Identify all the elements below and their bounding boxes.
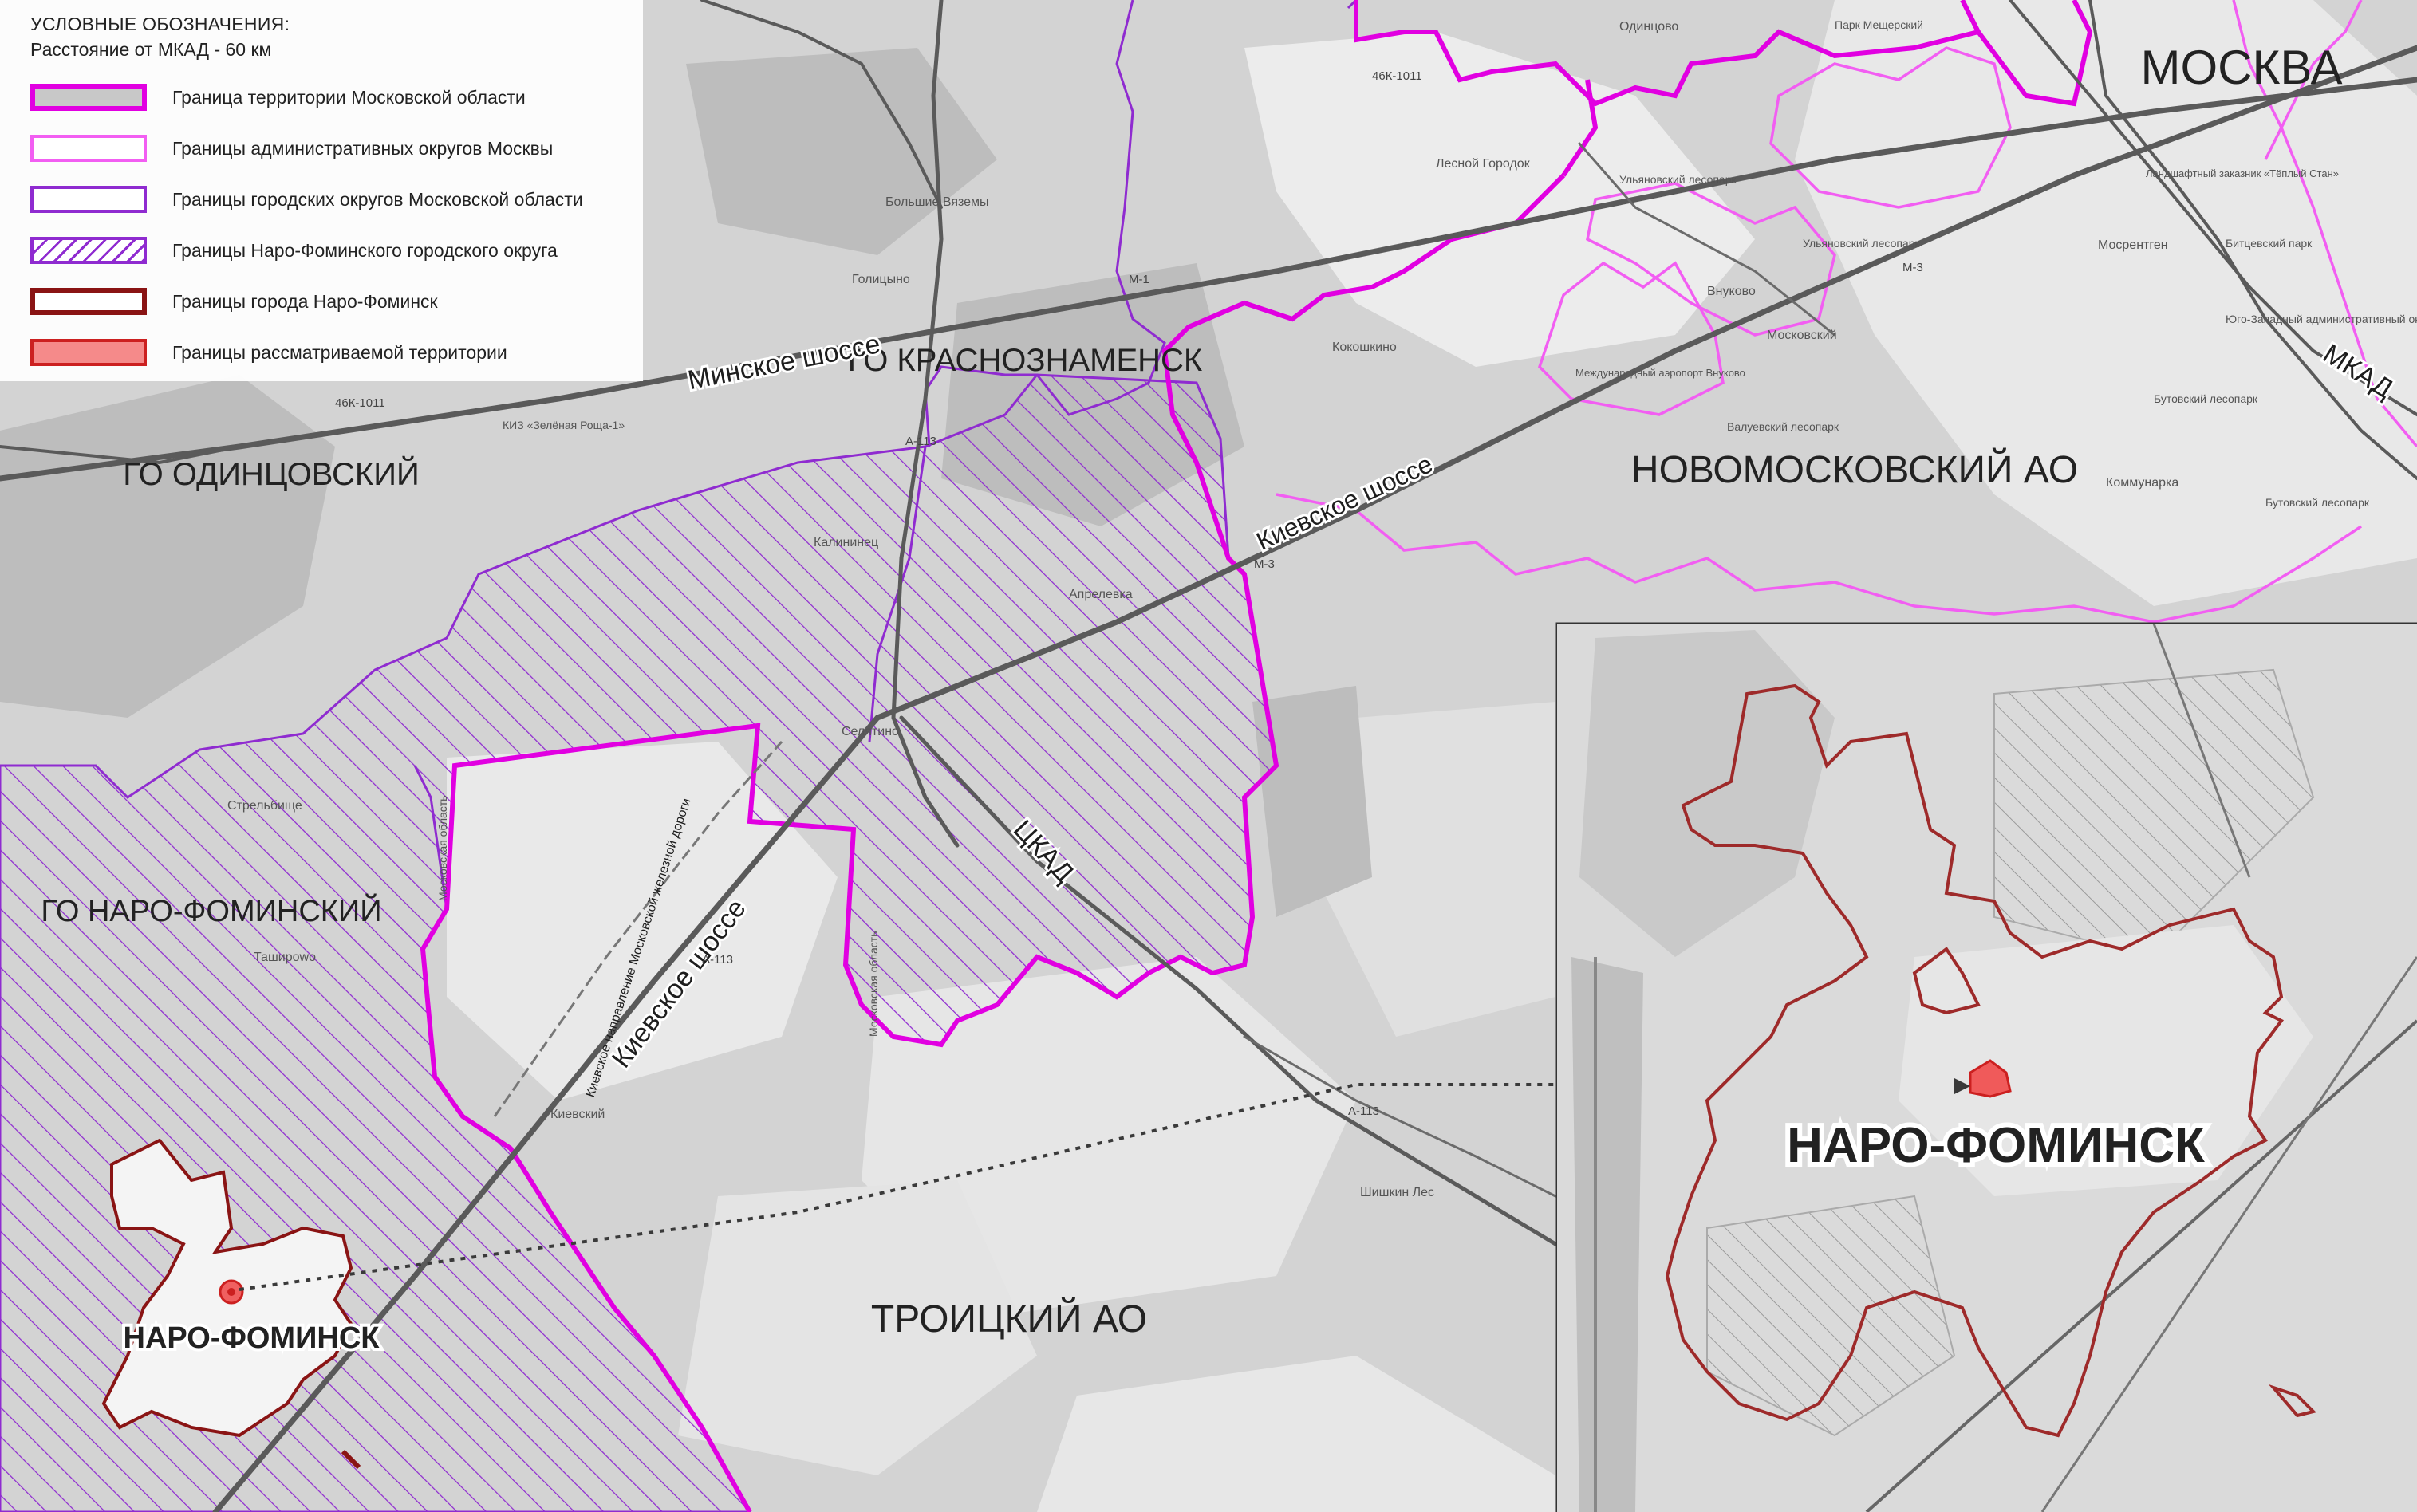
legend-label: Граница территории Московской области (172, 86, 526, 108)
place-label: Бутовский лесопарк (2154, 392, 2258, 405)
place-label: Международный аэропорт Внуково (1575, 367, 1745, 379)
legend-item-oblast: Граница территории Московской области (30, 72, 643, 123)
road-number: 46К-1011 (335, 396, 385, 410)
label-go-odintsovsky: ГО ОДИНЦОВСКИЙ (123, 455, 419, 492)
place-label: Ульяновский лесопарк (1619, 173, 1737, 186)
legend-label: Границы административных округов Москвы (172, 137, 554, 159)
place-label: Московский (1767, 329, 1837, 342)
inset-site-area[interactable] (1969, 1059, 2012, 1098)
place-label: Ташироwo (254, 951, 316, 964)
place-label: Коммунарка (2106, 476, 2178, 490)
place-label: Парк Мещерский (1835, 18, 1923, 31)
legend-panel: УСЛОВНЫЕ ОБОЗНАЧЕНИЯ: Расстояние от МКАД… (0, 0, 643, 381)
road-number: А-113 (702, 953, 733, 967)
place-label: Калининец (814, 536, 878, 549)
legend-swatch-naro-go (30, 237, 147, 264)
place-label: КИЗ «Зелёная Роща-1» (503, 419, 625, 431)
place-label: Валуевский лесопарк (1727, 420, 1839, 433)
legend-swatch-city (30, 288, 147, 315)
road-number: М-3 (1254, 557, 1275, 571)
place-label: Киевский (550, 1108, 605, 1121)
place-label: Бутовский лесопарк (2265, 496, 2370, 509)
legend-swatch-moscow-ao (30, 135, 147, 162)
legend-label: Границы города Наро-Фоминск (172, 290, 438, 312)
a113-road (891, 0, 960, 848)
legend-item-moscow-ao: Границы административных округов Москвы (30, 123, 643, 174)
mkad-road-b (2088, 0, 2417, 480)
place-label: Шишкин Лес (1360, 1186, 1434, 1199)
connector-line (239, 1083, 1938, 1291)
place-label: Юго-Западный административный округ (2226, 313, 2417, 325)
legend-item-city: Границы города Наро-Фоминск (30, 276, 643, 327)
label-troitsky: ТРОИЦКИЙ АО (871, 1297, 1147, 1341)
road-number: М-1 (1129, 273, 1149, 286)
label-naro-fominsk-inset: НАРО-ФОМИНСК (1787, 1118, 2205, 1173)
label-moskva: МОСКВА (2141, 41, 2343, 94)
inset-city-boundary[interactable] (1665, 683, 2285, 1438)
road-number: 46К-1011 (1372, 69, 1422, 83)
legend-title: УСЛОВНЫЕ ОБОЗНАЧЕНИЯ: (30, 14, 290, 34)
road-number: А-113 (1348, 1104, 1379, 1118)
place-label: Битцевский парк (2226, 237, 2313, 250)
place-label: Большие Вяземы (885, 195, 989, 209)
legend-swatch-oblast (30, 84, 147, 111)
minskoe-shosse-line (0, 77, 2417, 482)
legend-item-naro-go: Границы Наро-Фоминского городского округ… (30, 225, 643, 276)
place-label: Стрельбище (227, 799, 302, 813)
legend-label: Границы городских округов Московской обл… (172, 188, 583, 210)
legend-swatch-site (30, 339, 147, 366)
railway-line (493, 741, 783, 1117)
place-label: Селятино (842, 725, 899, 738)
oblast-boundary (420, 0, 2093, 1512)
urban-areas (447, 0, 2417, 1512)
legend-label: Границы рассматриваемой территории (172, 341, 507, 363)
label-naro-fominsk-city: НАРО-ФОМИНСК (124, 1321, 380, 1355)
road-number: М-3 (1902, 261, 1923, 274)
moscow-ao-boundaries (1276, 0, 2417, 624)
place-label: Внуково (1707, 285, 1756, 298)
arrow-head (1954, 1078, 1970, 1094)
place-label: Голицыно (852, 273, 910, 286)
legend-item-site: Границы рассматриваемой территории (30, 327, 643, 378)
place-label: Московская область (436, 796, 449, 901)
place-label: Московская область (867, 931, 880, 1037)
place-label: Кокошкино (1332, 341, 1397, 354)
kievskoe-shosse-line (212, 45, 2417, 1512)
label-go-naro-fominsky: ГО НАРО-ФОМИНСКИЙ (41, 892, 381, 928)
place-label: Лесной Городок (1436, 157, 1531, 171)
place-label: Ульяновский лесопарк (1803, 237, 1921, 250)
mkad-road-a (2009, 0, 2417, 416)
place-label: Ландшафтный заказник «Тёплый Стан» (2146, 167, 2339, 179)
inset-frame[interactable] (1555, 622, 2417, 1512)
place-label: Апрелевка (1069, 588, 1133, 601)
road-number: А-113 (905, 435, 936, 448)
label-go-krasnoznamensk: ГО КРАСНОЗНАМЕНСК (848, 343, 1203, 378)
legend-label: Границы Наро-Фоминского городского округ… (172, 239, 558, 261)
label-novomoskovsky: НОВОМОСКОВСКИЙ АО (1631, 447, 2078, 491)
legend-item-go: Границы городских округов Московской обл… (30, 174, 643, 225)
legend-distance: Расстояние от МКАД - 60 км (30, 39, 272, 60)
place-label: Одинцово (1619, 20, 1678, 33)
place-label: Мосрентген (2098, 238, 2168, 252)
legend-swatch-go (30, 186, 147, 213)
